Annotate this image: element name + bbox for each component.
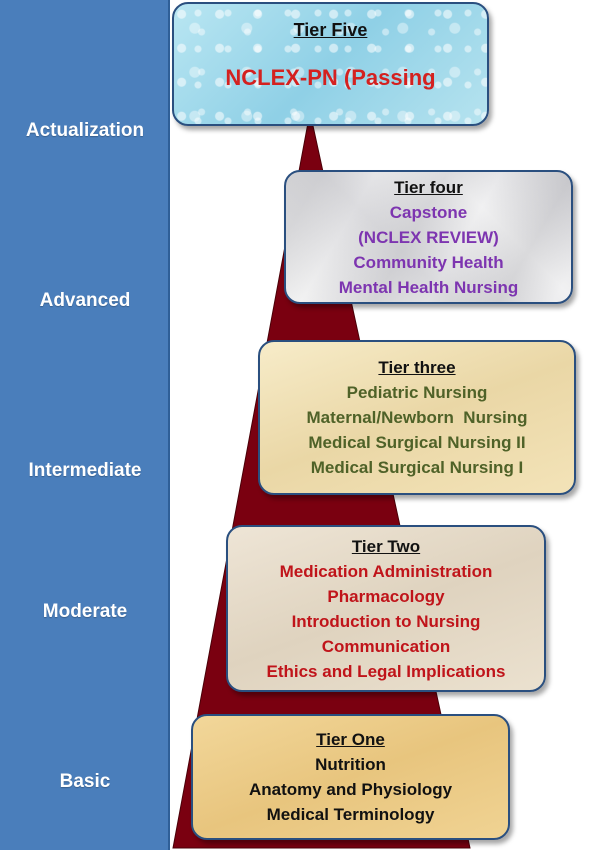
tier-one-item: Anatomy and Physiology — [248, 780, 453, 799]
tier-three-box: Tier three Pediatric Nursing Maternal/Ne… — [258, 340, 576, 495]
level-label-moderate: Moderate — [42, 601, 128, 622]
tier-three-item: Pediatric Nursing — [346, 383, 488, 402]
level-label-basic: Basic — [59, 771, 111, 792]
tier-two-item: Medication Administration — [279, 561, 493, 581]
tier-four-box: Tier four Capstone (NCLEX REVIEW) Commun… — [284, 170, 573, 304]
tier-three-item: Maternal/Newborn Nursing — [306, 408, 528, 427]
tier-five-item: NCLEX-PN (Passing — [225, 65, 436, 90]
tier-one-title: Tier One — [316, 730, 385, 749]
tier-four-item: Community Health — [353, 252, 504, 272]
level-label-actualization: Actualization — [25, 120, 145, 141]
tier-four-title: Tier four — [394, 177, 463, 197]
level-label-advanced: Advanced — [39, 290, 131, 311]
tier-five-title: Tier Five — [293, 20, 368, 40]
tier-one-item: Nutrition — [315, 755, 386, 774]
tier-one-box: Tier One Nutrition Anatomy and Physiolog… — [191, 714, 510, 840]
tier-three-item: Medical Surgical Nursing I — [310, 458, 524, 477]
level-sidebar: Actualization Advanced Intermediate Mode… — [0, 0, 170, 850]
tier-four-item: (NCLEX REVIEW) — [358, 227, 499, 247]
tier-two-title: Tier Two — [351, 536, 421, 556]
tier-two-item: Ethics and Legal Implications — [266, 661, 506, 681]
level-label-intermediate: Intermediate — [28, 460, 142, 481]
tier-two-item: Pharmacology — [327, 586, 445, 606]
tier-four-item: Mental Health Nursing — [338, 277, 519, 297]
tier-one-item: Medical Terminology — [266, 805, 435, 824]
tier-three-item: Medical Surgical Nursing II — [308, 433, 526, 452]
tier-three-title: Tier three — [378, 358, 456, 377]
tier-four-item: Capstone — [389, 202, 468, 222]
tier-two-item: Communication — [321, 636, 451, 656]
tier-five-box: Tier Five NCLEX-PN (Passing — [172, 2, 489, 126]
tier-two-item: Introduction to Nursing — [291, 611, 481, 631]
tier-two-box: Tier Two Medication Administration Pharm… — [226, 525, 546, 692]
